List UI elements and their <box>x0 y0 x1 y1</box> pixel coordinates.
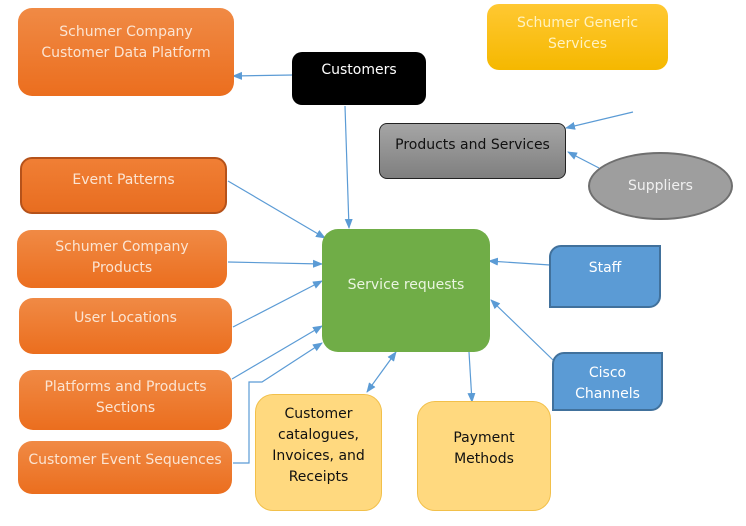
node-label: Schumer Company Products <box>55 239 189 276</box>
edge-userlocations-service <box>232 280 323 328</box>
node-label: Schumer Company Customer Data Platform <box>41 24 211 61</box>
node-label: Event Patterns <box>72 172 175 188</box>
edge-service-catalogues <box>366 351 397 393</box>
node-payment-methods[interactable]: Payment Methods <box>417 401 551 511</box>
node-customer-event-sequences[interactable]: Customer Event Sequences <box>18 441 232 494</box>
node-label: Customer Event Sequences <box>28 452 222 468</box>
node-company-products[interactable]: Schumer Company Products <box>17 230 227 288</box>
node-products-and-services[interactable]: Products and Services <box>379 123 566 179</box>
node-label: Customers <box>321 62 397 78</box>
node-label: Customer catalogues, Invoices, and Recei… <box>272 406 365 485</box>
edge-eventpatterns-service <box>227 180 326 239</box>
node-label: Suppliers <box>628 177 693 194</box>
node-service-requests[interactable]: Service requests <box>322 229 490 352</box>
node-cisco-channels[interactable]: Cisco Channels <box>552 352 663 411</box>
node-staff[interactable]: Staff <box>549 245 661 308</box>
node-label: Cisco Channels <box>575 365 640 402</box>
node-label: Service requests <box>347 277 465 293</box>
node-customer-catalogues[interactable]: Customer catalogues, Invoices, and Recei… <box>255 394 382 511</box>
edge-service-payment <box>467 351 476 403</box>
node-event-patterns[interactable]: Event Patterns <box>20 157 227 214</box>
node-label: Payment Methods <box>453 430 515 467</box>
node-suppliers[interactable]: Suppliers <box>588 152 733 220</box>
edge-customers-cdp <box>232 71 294 80</box>
node-customer-data-platform[interactable]: Schumer Company Customer Data Platform <box>18 8 234 96</box>
edge-companyproducts-service <box>227 259 323 268</box>
edge-platforms-service <box>231 325 323 380</box>
node-label: Schumer Generic Services <box>516 15 639 52</box>
node-platforms-sections[interactable]: Platforms and Products Sections <box>19 370 232 430</box>
edge-cisco-service <box>490 299 554 361</box>
node-generic-services[interactable]: Schumer Generic Services <box>487 4 668 70</box>
edge-generic-products <box>565 111 634 130</box>
edge-customers-service <box>344 105 353 229</box>
node-label: Products and Services <box>395 137 550 153</box>
node-label: Staff <box>588 260 622 276</box>
node-label: User Locations <box>74 310 177 326</box>
node-label: Platforms and Products Sections <box>44 379 207 416</box>
node-customers[interactable]: Customers <box>292 52 426 105</box>
edge-suppliers-products <box>567 151 600 169</box>
node-user-locations[interactable]: User Locations <box>19 298 232 354</box>
edge-staff-service <box>488 257 551 266</box>
